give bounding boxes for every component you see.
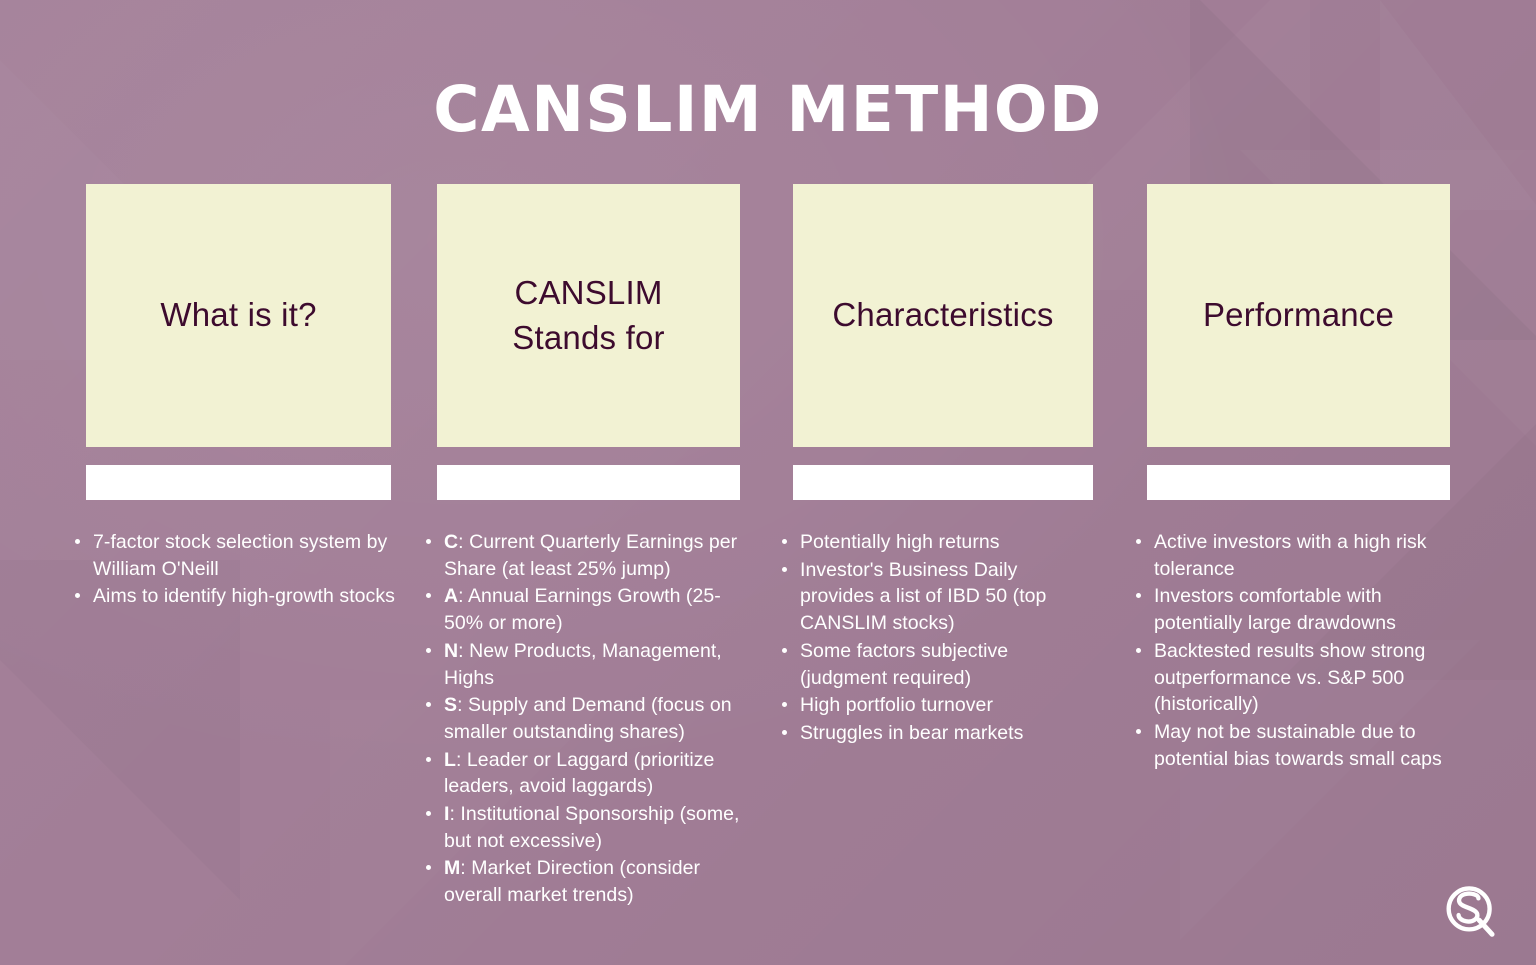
card-heading: Performance	[1202, 296, 1395, 334]
list-item-prefix: I	[444, 803, 450, 826]
list-item: Investors comfortable with potentially l…	[1127, 583, 1453, 636]
list-item-text: May not be sustainable due to potential …	[1154, 720, 1442, 770]
list-item: C: Current Quarterly Earnings per Share …	[417, 529, 757, 582]
list-item-text: Potentially high returns	[800, 531, 1000, 553]
list-item-prefix: N	[444, 639, 459, 662]
column-characteristics: Characteristics Potentially high returns…	[782, 184, 1093, 748]
list-item: Aims to identify high-growth stocks	[66, 583, 396, 610]
divider-bar	[437, 465, 740, 500]
list-item: M: Market Direction (consider overall ma…	[417, 855, 757, 908]
list-item: Backtested results show strong outperfor…	[1127, 638, 1453, 718]
list-item-text: Aims to identify high-growth stocks	[93, 585, 395, 608]
list-item: S: Supply and Demand (focus on smaller o…	[417, 692, 757, 745]
list-item: N: New Products, Management, Highs	[417, 638, 757, 691]
divider-bar	[793, 465, 1093, 500]
list-item-prefix: A	[444, 585, 459, 608]
list-item-prefix: M	[444, 857, 461, 880]
column-what-is-it: What is it? 7-factor stock selection sys…	[75, 184, 395, 611]
list-item-text: : Annual Earnings Growth (25-50% or more…	[444, 585, 721, 635]
sq-monogram-logo-icon	[1446, 886, 1495, 937]
list-item-text: Investors comfortable with potentially l…	[1154, 585, 1396, 635]
list-item: Investor's Business Daily provides a lis…	[773, 557, 1093, 637]
list-item-text: : Market Direction (consider overall mar…	[444, 857, 701, 907]
list-item: May not be sustainable due to potential …	[1127, 719, 1453, 772]
list-item: Some factors subjective (judgment requir…	[773, 638, 1093, 691]
list-item-text: Struggles in bear markets	[800, 721, 1024, 744]
list-item: L: Leader or Laggard (prioritize leaders…	[417, 747, 757, 800]
list-item-text: Active investors with a high risk tolera…	[1154, 531, 1427, 580]
bullet-list-canslim-stands-for: C: Current Quarterly Earnings per Share …	[417, 529, 757, 909]
card-heading: What is it?	[160, 296, 317, 334]
list-item-text: Investor's Business Daily provides a lis…	[800, 558, 1047, 635]
list-item-text: 7-factor stock selection system by Willi…	[93, 531, 388, 580]
list-item-text: : Current Quarterly Earnings per Share (…	[444, 531, 738, 580]
bullet-list-what-is-it: 7-factor stock selection system by Willi…	[66, 529, 396, 610]
list-item: Active investors with a high risk tolera…	[1127, 529, 1453, 582]
card-heading: Characteristics	[832, 296, 1054, 334]
list-item-text: : New Products, Management, Highs	[444, 639, 722, 689]
list-item-prefix: S	[444, 694, 458, 717]
list-item-text: Backtested results show strong outperfor…	[1154, 639, 1426, 716]
list-item-text: : Institutional Sponsorship (some, but n…	[444, 803, 740, 852]
page-title: CANSLIM METHOD	[433, 73, 1103, 146]
header-card-characteristics: Characteristics	[793, 184, 1093, 447]
list-item: 7-factor stock selection system by Willi…	[66, 529, 396, 582]
column-canslim-stands-for: CANSLIM Stands for C: Current Quarterly …	[426, 184, 740, 910]
list-item: I: Institutional Sponsorship (some, but …	[417, 801, 757, 854]
list-item: Struggles in bear markets	[773, 720, 1093, 747]
list-item: A: Annual Earnings Growth (25-50% or mor…	[417, 583, 757, 636]
list-item-text: : Supply and Demand (focus on smaller ou…	[444, 694, 732, 743]
list-item-text: : Leader or Laggard (prioritize leaders,…	[444, 748, 715, 798]
column-performance: Performance Active investors with a high…	[1136, 184, 1450, 773]
card-heading: CANSLIM Stands for	[512, 274, 665, 356]
list-item-prefix: C	[444, 531, 459, 553]
list-item-prefix: L	[444, 748, 456, 771]
list-item: Potentially high returns	[773, 529, 1093, 556]
list-item: High portfolio turnover	[773, 692, 1093, 719]
divider-bar	[1147, 465, 1450, 500]
divider-bar	[86, 465, 391, 500]
header-card-canslim-stands-for: CANSLIM Stands for	[437, 184, 740, 447]
header-card-what-is-it: What is it?	[86, 184, 391, 447]
list-item-text: Some factors subjective (judgment requir…	[800, 639, 1009, 689]
list-item-text: High portfolio turnover	[800, 694, 993, 717]
header-card-performance: Performance	[1147, 184, 1450, 447]
bullet-list-performance: Active investors with a high risk tolera…	[1127, 529, 1453, 772]
